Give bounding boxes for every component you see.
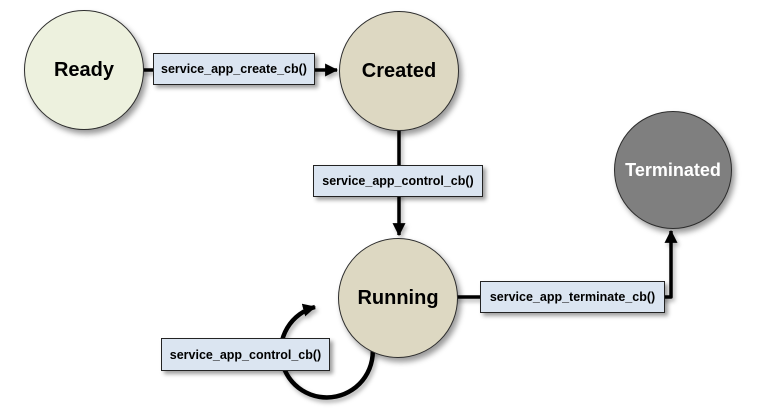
- transition-label-text: service_app_control_cb(): [169, 347, 322, 362]
- state-label-terminated: Terminated: [625, 159, 721, 180]
- transition-label-control-cb: service_app_control_cb(): [313, 165, 483, 197]
- transition-label-terminate-cb: service_app_terminate_cb(): [480, 281, 665, 313]
- transition-label-text: service_app_terminate_cb(): [489, 290, 656, 304]
- state-node-ready: Ready: [24, 10, 144, 130]
- state-node-running: Running: [338, 238, 458, 358]
- state-label-created: Created: [361, 59, 437, 82]
- transition-label-text: service_app_create_cb(): [161, 62, 307, 76]
- transition-label-text: service_app_control_cb(): [322, 174, 474, 188]
- transition-label-create-cb: service_app_create_cb(): [153, 53, 315, 85]
- self-loop-arrow-running: [278, 303, 375, 400]
- state-label-ready: Ready: [53, 58, 115, 81]
- state-node-terminated: Terminated: [614, 111, 732, 229]
- transition-label-control-cb-self-loop: service_app_control_cb(): [161, 338, 330, 371]
- state-node-created: Created: [339, 11, 459, 131]
- state-label-running: Running: [357, 286, 439, 309]
